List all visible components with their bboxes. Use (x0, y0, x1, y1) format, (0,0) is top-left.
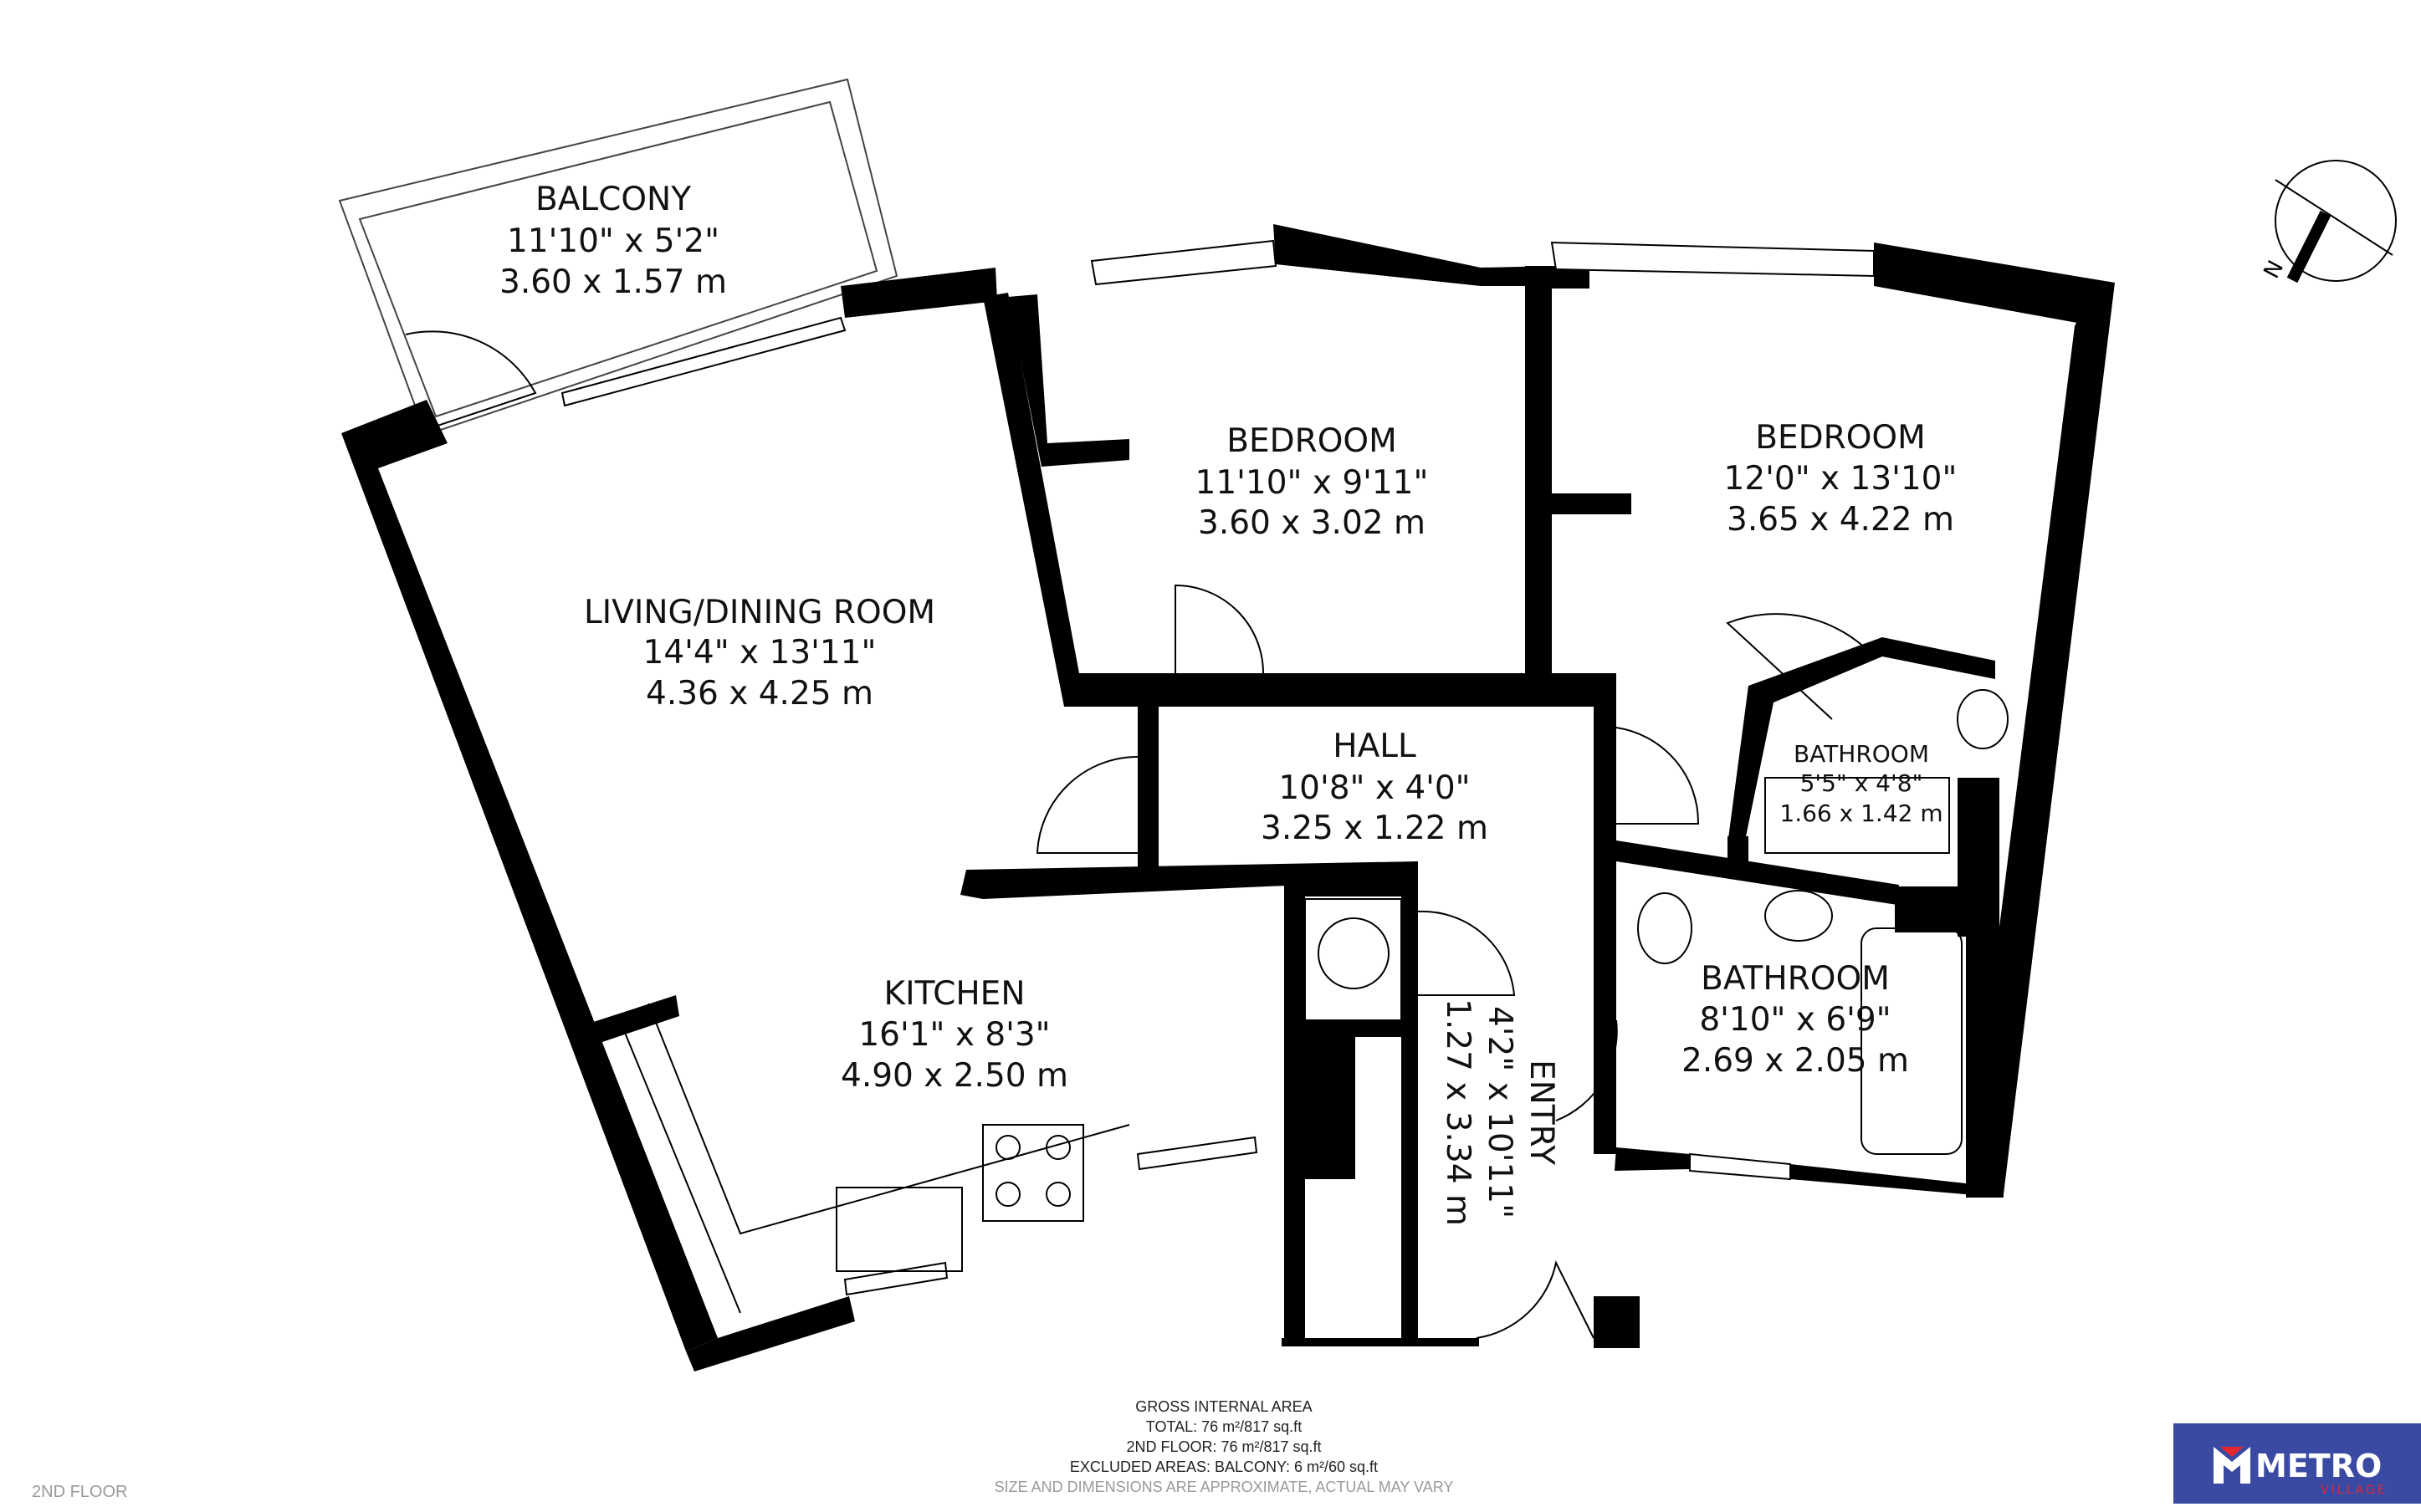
room-balcony: BALCONY 11'10" x 5'2" 3.60 x 1.57 m (499, 181, 727, 301)
shower-tray (1764, 777, 1950, 854)
room-imperial: 11'10" x 5'2" (507, 222, 719, 260)
room-metric: 4.36 x 4.25 m (646, 675, 873, 713)
room-bathroom: BATHROOM 8'10" x 6'9" 2.69 x 2.05 m (1681, 960, 1909, 1080)
room-living-dining: LIVING/DINING ROOM 14'4" x 13'11" 4.36 x… (584, 594, 935, 713)
windows (560, 239, 1875, 1296)
bath-tub (1861, 927, 1963, 1155)
room-name: BALCONY (535, 181, 691, 218)
floor-name: 2ND FLOOR (32, 1483, 127, 1501)
compass-north-letter: N (2260, 257, 2290, 283)
fixtures (585, 689, 2009, 1314)
room-imperial: 14'4" x 13'11" (643, 634, 877, 672)
room-metric: 1.27 x 3.34 m (1439, 999, 1477, 1226)
gia-floor: 2ND FLOOR: 76 m²/817 sq.ft (1126, 1438, 1321, 1455)
room-name: KITCHEN (884, 975, 1026, 1013)
gia-title: GROSS INTERNAL AREA (1135, 1398, 1312, 1415)
room-metric: 3.60 x 3.02 m (1198, 504, 1425, 542)
room-imperial: 16'1" x 8'3" (858, 1016, 1050, 1054)
compass: N (2260, 160, 2397, 284)
room-imperial: 5'5" x 4'8" (1800, 769, 1923, 797)
logo-sub: VILLAGE (2321, 1484, 2388, 1497)
room-name: HALL (1333, 728, 1416, 765)
toilet-icon (1637, 892, 1692, 964)
room-metric: 1.66 x 1.42 m (1779, 799, 1942, 827)
room-imperial: 11'10" x 9'11" (1195, 464, 1429, 502)
gia-excluded: EXCLUDED AREAS: BALCONY: 6 m²/60 sq.ft (1070, 1458, 1378, 1475)
room-metric: 3.60 x 1.57 m (499, 263, 727, 301)
room-name: BEDROOM (1755, 419, 1926, 457)
balcony-outline (338, 78, 898, 437)
room-metric: 4.90 x 2.50 m (841, 1057, 1068, 1095)
room-name: ENTRY (1523, 1060, 1560, 1165)
room-imperial: 4'2" x 10'11" (1481, 1006, 1518, 1218)
room-name: LIVING/DINING ROOM (584, 594, 935, 631)
disclaimer: SIZE AND DIMENSIONS ARE APPROXIMATE, ACT… (995, 1479, 1454, 1495)
basin-icon (1764, 890, 1833, 942)
gia-total: TOTAL: 76 m²/817 sq.ft (1146, 1418, 1302, 1435)
room-name: BATHROOM (1701, 960, 1890, 998)
room-kitchen: KITCHEN 16'1" x 8'3" 4.90 x 2.50 m (841, 975, 1068, 1095)
room-entry: ENTRY 4'2" x 10'11" 1.27 x 3.34 m (1439, 999, 1560, 1226)
doors (405, 330, 1875, 1339)
logo-main: METRO (2255, 1448, 2382, 1484)
room-imperial: 12'0" x 13'10" (1724, 460, 1958, 498)
ensuite-basin-icon (1957, 689, 2009, 749)
room-imperial: 10'8" x 4'0" (1278, 769, 1470, 807)
room-name: BATHROOM (1794, 740, 1929, 768)
room-metric: 2.69 x 2.05 m (1681, 1042, 1909, 1080)
sink-icon (836, 1187, 963, 1272)
washer-icon (1318, 917, 1390, 989)
room-imperial: 8'10" x 6'9" (1699, 1001, 1891, 1039)
room-ensuite: BATHROOM 5'5" x 4'8" 1.66 x 1.42 m (1779, 740, 1942, 827)
walls (341, 224, 2115, 1372)
room-name: BEDROOM (1226, 422, 1397, 460)
compass-needle (2286, 210, 2331, 284)
room-bedroom-2: BEDROOM 12'0" x 13'10" 3.65 x 4.22 m (1724, 419, 1958, 539)
area-summary: GROSS INTERNAL AREA TOTAL: 76 m²/817 sq.… (995, 1398, 1454, 1495)
compass-circle (2275, 160, 2397, 282)
brand-logo: METRO VILLAGE (2173, 1423, 2421, 1504)
logo-graphic: METRO VILLAGE (2214, 1447, 2388, 1497)
room-metric: 3.25 x 1.22 m (1261, 810, 1488, 847)
room-metric: 3.65 x 4.22 m (1727, 501, 1954, 539)
room-bedroom-1: BEDROOM 11'10" x 9'11" 3.60 x 3.02 m (1195, 422, 1429, 542)
hob-icon (982, 1124, 1084, 1222)
washer-box (1304, 898, 1402, 1021)
room-hall: HALL 10'8" x 4'0" 3.25 x 1.22 m (1261, 728, 1488, 847)
